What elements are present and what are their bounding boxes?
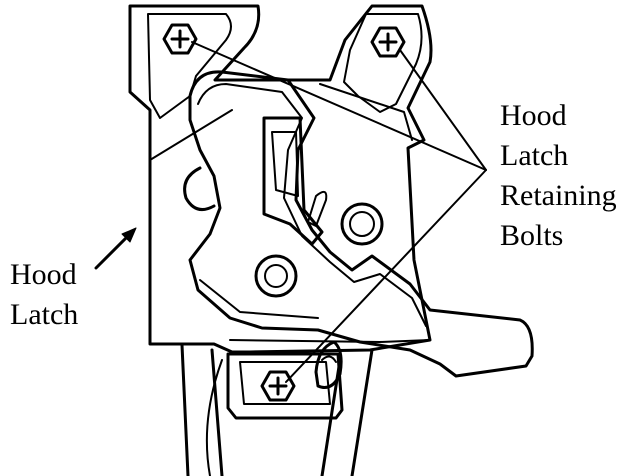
retaining-bolts-label-line: Hood xyxy=(500,99,567,132)
bolt-leader-lines xyxy=(191,41,487,383)
bolt-head-icon xyxy=(370,26,406,58)
upper-pivot-outer xyxy=(340,202,384,246)
lower-pivot-outer xyxy=(254,254,298,298)
retaining-bolts-label-line: Latch xyxy=(500,139,569,172)
retaining-bolts-label-line: Bolts xyxy=(500,219,564,252)
hood-latch-label: Hood Latch xyxy=(10,255,78,335)
bolt-head-icon xyxy=(260,370,296,402)
striker-roller xyxy=(314,340,343,389)
lower-bolt-plate xyxy=(226,352,344,420)
hood-latch-label-line: Hood xyxy=(10,258,77,291)
bolt-head-icon xyxy=(162,23,198,55)
retaining-bolts-label: Hood Latch Retaining Bolts xyxy=(500,96,617,256)
upper-pivot-inner xyxy=(349,211,375,237)
retaining-bolts-label-line: Retaining xyxy=(500,179,617,212)
lower-pivot-inner xyxy=(264,264,288,288)
hood-latch-label-line: Latch xyxy=(10,298,79,331)
pivot-holes xyxy=(183,166,384,298)
latch-housing xyxy=(128,4,433,354)
support-stem xyxy=(180,343,374,476)
hood-latch-arrow xyxy=(94,227,137,270)
latch-lever xyxy=(188,70,534,378)
